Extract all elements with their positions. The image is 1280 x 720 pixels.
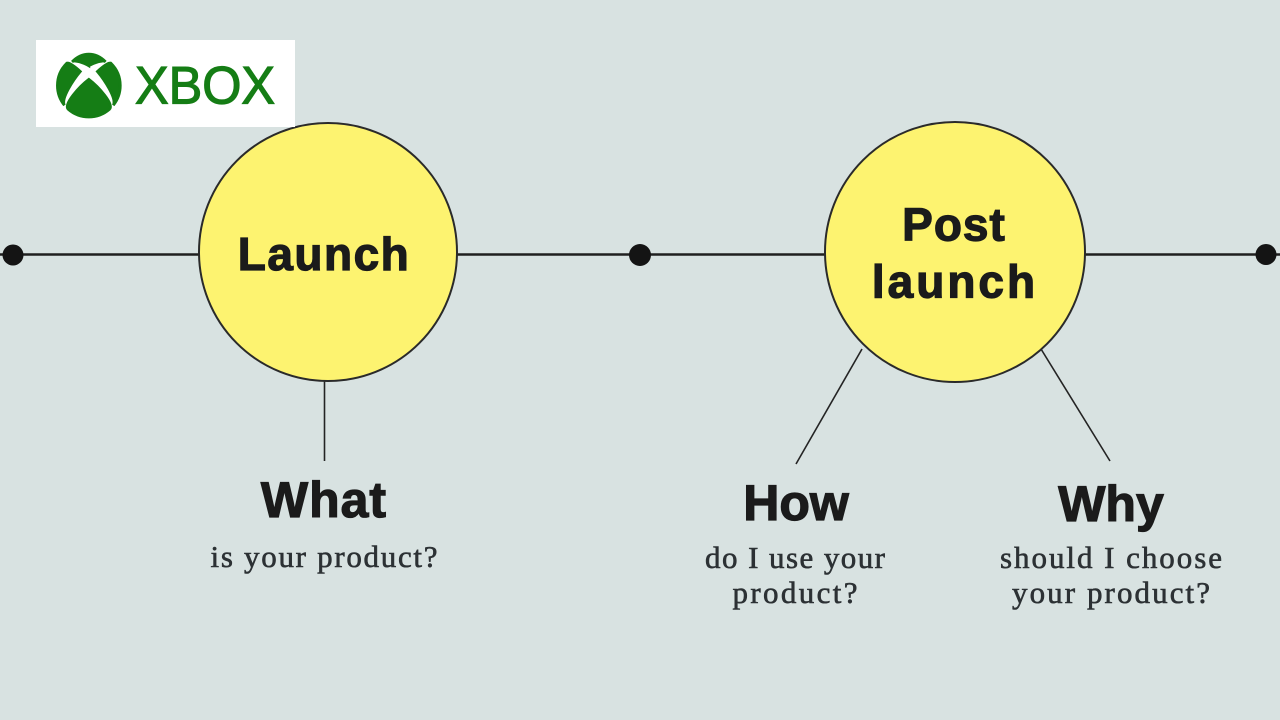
svg-text:launch: launch: [872, 256, 1038, 308]
svg-text:your product?: your product?: [1012, 575, 1210, 610]
svg-text:XBOX: XBOX: [135, 57, 275, 116]
svg-text:Post: Post: [902, 199, 1006, 251]
svg-text:product?: product?: [733, 575, 858, 610]
svg-text:What: What: [261, 472, 387, 528]
svg-text:is your product?: is your product?: [211, 539, 438, 574]
svg-text:do I use your: do I use your: [705, 540, 886, 575]
svg-text:Why: Why: [1058, 476, 1164, 532]
svg-text:should I choose: should I choose: [1000, 540, 1222, 575]
svg-text:How: How: [743, 475, 849, 531]
svg-text:Launch: Launch: [238, 228, 411, 280]
